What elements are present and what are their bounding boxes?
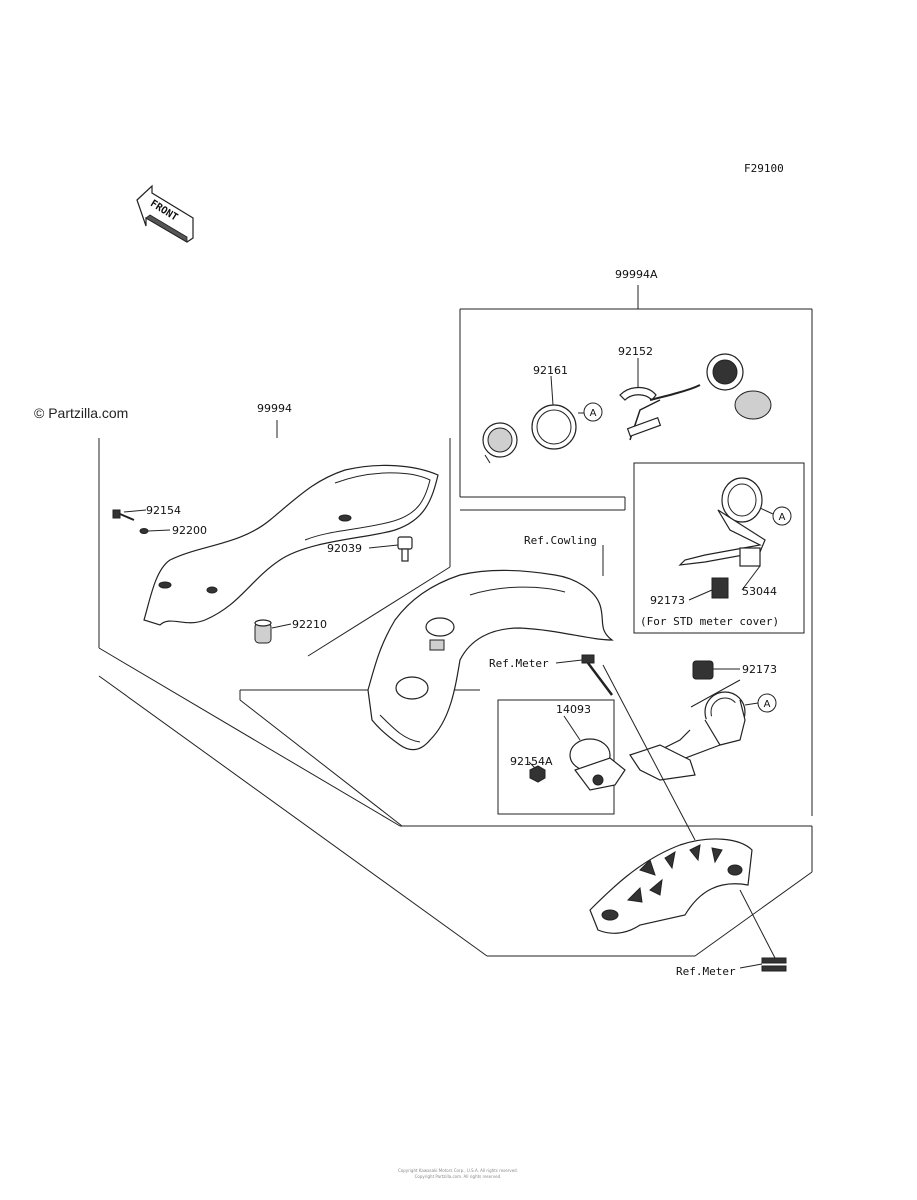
- clip-92152: [619, 386, 657, 401]
- ref-a-circle-2: A: [759, 506, 792, 526]
- inner-cowling-part: [367, 569, 614, 751]
- callout-53044: 53044: [742, 585, 777, 598]
- assembly-outline-99994: [98, 420, 813, 957]
- nut-92154A: [529, 765, 546, 783]
- footer-line-2: Copyright Partzilla.com. All rights rese…: [415, 1174, 502, 1179]
- callout-92152: 92152: [618, 345, 653, 358]
- gauge-unit-part: [626, 353, 772, 441]
- callout-92154A: 92154A: [510, 755, 553, 768]
- callout-92039: 92039: [327, 542, 362, 555]
- ref-a-circle-3: A: [744, 693, 777, 713]
- bracket-inset-box: [497, 699, 615, 815]
- windshield-part: [143, 464, 439, 626]
- callout-ref-meter-2: Ref.Meter: [676, 965, 736, 978]
- callout-92161: 92161: [533, 364, 568, 377]
- svg-text:A: A: [764, 699, 771, 710]
- svg-text:A: A: [590, 408, 597, 419]
- leader-lines: [123, 358, 776, 969]
- figure-code: F29100: [744, 162, 784, 175]
- std-meter-note: (For STD meter cover): [640, 615, 779, 628]
- callout-92200: 92200: [172, 524, 207, 537]
- bracket-14093: [569, 738, 626, 791]
- assembly-outline-99994A: [459, 285, 813, 816]
- lower-skeleton-bracket-part: [589, 838, 753, 934]
- callout-99994: 99994: [257, 402, 292, 415]
- meter-ring-92161: [531, 404, 577, 450]
- callout-92173-b: 92173: [742, 663, 777, 676]
- bolt-92154: [112, 509, 135, 521]
- washer-92200: [139, 528, 149, 534]
- std-meter-bracket-part: [678, 477, 766, 599]
- callout-14093: 14093: [556, 703, 591, 716]
- std-meter-inset-box: [633, 462, 805, 634]
- lower-meter-bracket-part: [629, 660, 746, 781]
- bolt-92039: [397, 536, 413, 562]
- ref-a-circle-1: A: [583, 402, 603, 422]
- long-bolt-part: [581, 654, 613, 696]
- footer-line-1: Copyright Kawasaki Motors Corp., U.S.A. …: [398, 1168, 518, 1173]
- front-arrow-icon: FRONT: [136, 184, 194, 243]
- svg-text:A: A: [779, 512, 786, 523]
- bottom-clip-part: [761, 957, 787, 972]
- collar-92210: [254, 619, 272, 644]
- callout-92173-a: 92173: [650, 594, 685, 607]
- callout-92154: 92154: [146, 504, 181, 517]
- callout-92210: 92210: [292, 618, 327, 631]
- callout-ref-cowling: Ref.Cowling: [524, 534, 597, 547]
- callout-ref-meter-1: Ref.Meter: [489, 657, 549, 670]
- callout-99994A: 99994A: [615, 268, 658, 281]
- meter-cap-part: [482, 422, 518, 464]
- partzilla-watermark: © Partzilla.com: [34, 405, 128, 421]
